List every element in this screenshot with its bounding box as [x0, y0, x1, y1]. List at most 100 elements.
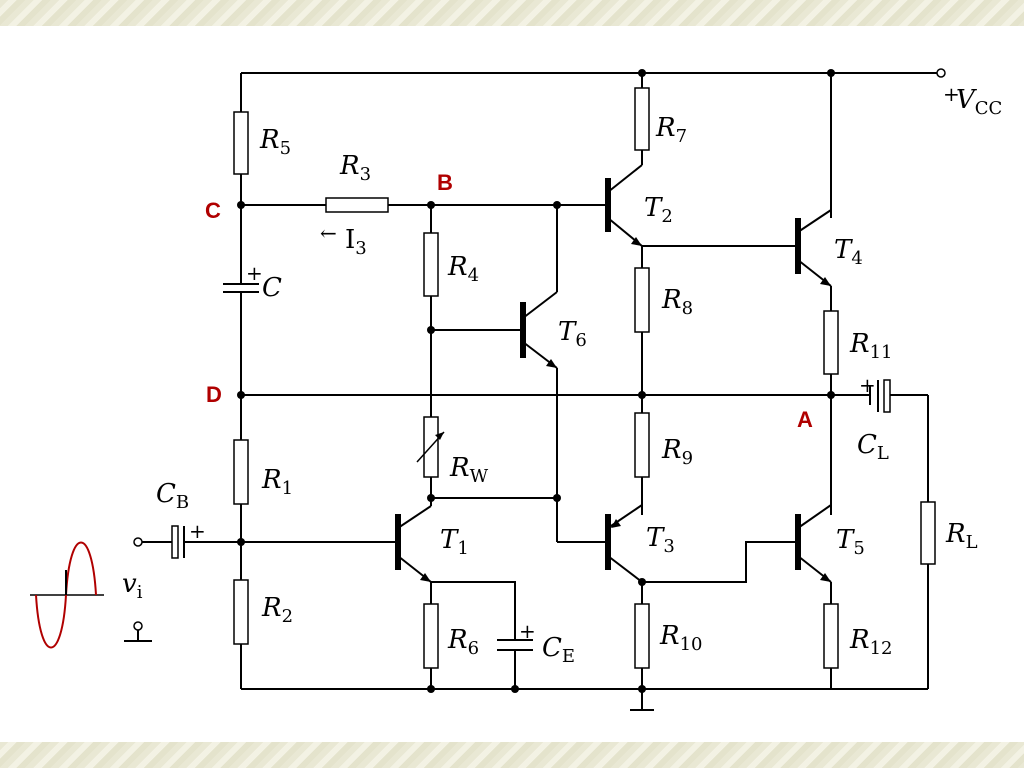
- junction-dot: [638, 69, 646, 77]
- transistor-T4-arrow: [820, 277, 831, 286]
- junction-dot: [553, 201, 561, 209]
- transistor-T1-arrow: [420, 573, 431, 582]
- capacitor-CB-plus-sign: +: [189, 519, 206, 543]
- capacitor-C-plus-sign: +: [246, 261, 263, 285]
- junction-dot: [638, 391, 646, 399]
- label-T3-symbol: T: [646, 523, 665, 553]
- junction-dot: [553, 494, 561, 502]
- junction-dot: [638, 578, 646, 586]
- node-label-B: B: [437, 170, 453, 195]
- label-RL: RL: [945, 519, 978, 553]
- junction-dot: [511, 685, 519, 693]
- label-vi-subscript: i: [137, 582, 143, 603]
- junction-dot: [827, 69, 835, 77]
- label-C-symbol: C: [262, 273, 282, 303]
- capacitor-CE-plus-sign: +: [519, 619, 536, 643]
- label-CB: CB: [156, 479, 189, 513]
- decorative-band-top: [0, 0, 1024, 26]
- label-T3-subscript: 3: [663, 536, 674, 557]
- label-T2: T2: [644, 193, 673, 227]
- label-T6: T6: [558, 317, 587, 351]
- label-CL: CL: [857, 430, 889, 464]
- junction-dot: [237, 391, 245, 399]
- label-CL-symbol: C: [857, 430, 877, 460]
- label-R6-subscript: 6: [468, 638, 479, 659]
- junction-dot: [427, 326, 435, 334]
- resistor-R7: [634, 87, 650, 151]
- label-R1-symbol: R: [261, 465, 282, 495]
- resistor-R2: [233, 579, 249, 645]
- label-T3: T3: [646, 523, 675, 557]
- label-vi-symbol: v: [122, 569, 137, 599]
- junction-dot: [427, 201, 435, 209]
- label-R9-subscript: 9: [682, 448, 693, 469]
- label-T4: T4: [834, 235, 863, 269]
- label-R6-symbol: R: [447, 625, 468, 655]
- label-R3: R3: [339, 151, 371, 185]
- label-RW-subscript: W: [470, 466, 489, 487]
- resistor-R3: [325, 197, 389, 213]
- decorative-band-bottom: [0, 742, 1024, 768]
- label-CE-subscript: E: [562, 646, 575, 667]
- label-RL-symbol: R: [945, 519, 966, 549]
- transistor-T1-collector: [397, 505, 432, 529]
- label-RL-subscript: L: [966, 532, 978, 553]
- transistor-T2-arrow: [631, 237, 642, 246]
- resistor-R8: [634, 267, 650, 333]
- resistor-R6: [423, 603, 439, 669]
- label-vcc-subscript: CC: [975, 98, 1003, 119]
- resistor-R4: [423, 232, 439, 297]
- junction-dot: [237, 538, 245, 546]
- label-CB-subscript: B: [176, 492, 189, 513]
- label-R4: R4: [447, 252, 479, 286]
- label-T2-subscript: 2: [661, 206, 672, 227]
- label-RW: RW: [449, 453, 489, 487]
- label-R12-subscript: 12: [870, 638, 893, 659]
- junction-dot: [638, 685, 646, 693]
- label-R2: R2: [261, 593, 293, 627]
- transistor-T5-arrow: [820, 573, 831, 582]
- label-T1-subscript: 1: [457, 538, 468, 559]
- label-CB-symbol: C: [156, 479, 176, 509]
- label-CE: CE: [542, 633, 575, 667]
- label-T6-subscript: 6: [575, 330, 586, 351]
- transistor-T4-collector: [797, 209, 832, 233]
- label-R12-symbol: R: [849, 625, 870, 655]
- transistor-T2-collector: [607, 164, 643, 193]
- label-T4-subscript: 4: [851, 248, 862, 269]
- label-T6-symbol: T: [558, 317, 577, 347]
- junction-dots: [237, 69, 835, 693]
- label-R1: R1: [261, 465, 293, 499]
- label-R11-subscript: 11: [870, 342, 893, 363]
- vcc-plus-sign: +: [943, 82, 960, 106]
- label-R3-symbol: R: [339, 151, 360, 181]
- capacitor-CB-plate-left: [171, 525, 179, 559]
- label-R2-subscript: 2: [282, 606, 293, 627]
- label-vcc: VCC: [956, 85, 1002, 119]
- label-C: C: [262, 273, 282, 303]
- label-R7-symbol: R: [655, 113, 676, 143]
- label-R10-symbol: R: [659, 621, 680, 651]
- label-vcc-symbol: V: [956, 85, 977, 115]
- label-T1: T1: [440, 525, 469, 559]
- vcc-terminal: [936, 68, 946, 78]
- capacitor-CL-plus-sign: +: [859, 373, 876, 397]
- label-T1-symbol: T: [440, 525, 459, 555]
- label-T5-subscript: 5: [853, 538, 864, 559]
- label-vi: vi: [122, 569, 143, 603]
- resistor-R12: [823, 603, 839, 669]
- label-I3-subscript: 3: [355, 238, 366, 259]
- input-terminal: [133, 537, 143, 547]
- label-R8-subscript: 8: [682, 298, 693, 319]
- node-label-D: D: [206, 382, 222, 407]
- label-R11: R11: [849, 329, 892, 363]
- junction-dot: [827, 391, 835, 399]
- label-R11-symbol: R: [849, 329, 870, 359]
- label-I3: I3: [345, 225, 367, 259]
- resistor-R9: [634, 412, 650, 478]
- junction-dot: [427, 685, 435, 693]
- label-R4-subscript: 4: [468, 265, 479, 286]
- junction-dot: [427, 494, 435, 502]
- label-R5-subscript: 5: [280, 138, 291, 159]
